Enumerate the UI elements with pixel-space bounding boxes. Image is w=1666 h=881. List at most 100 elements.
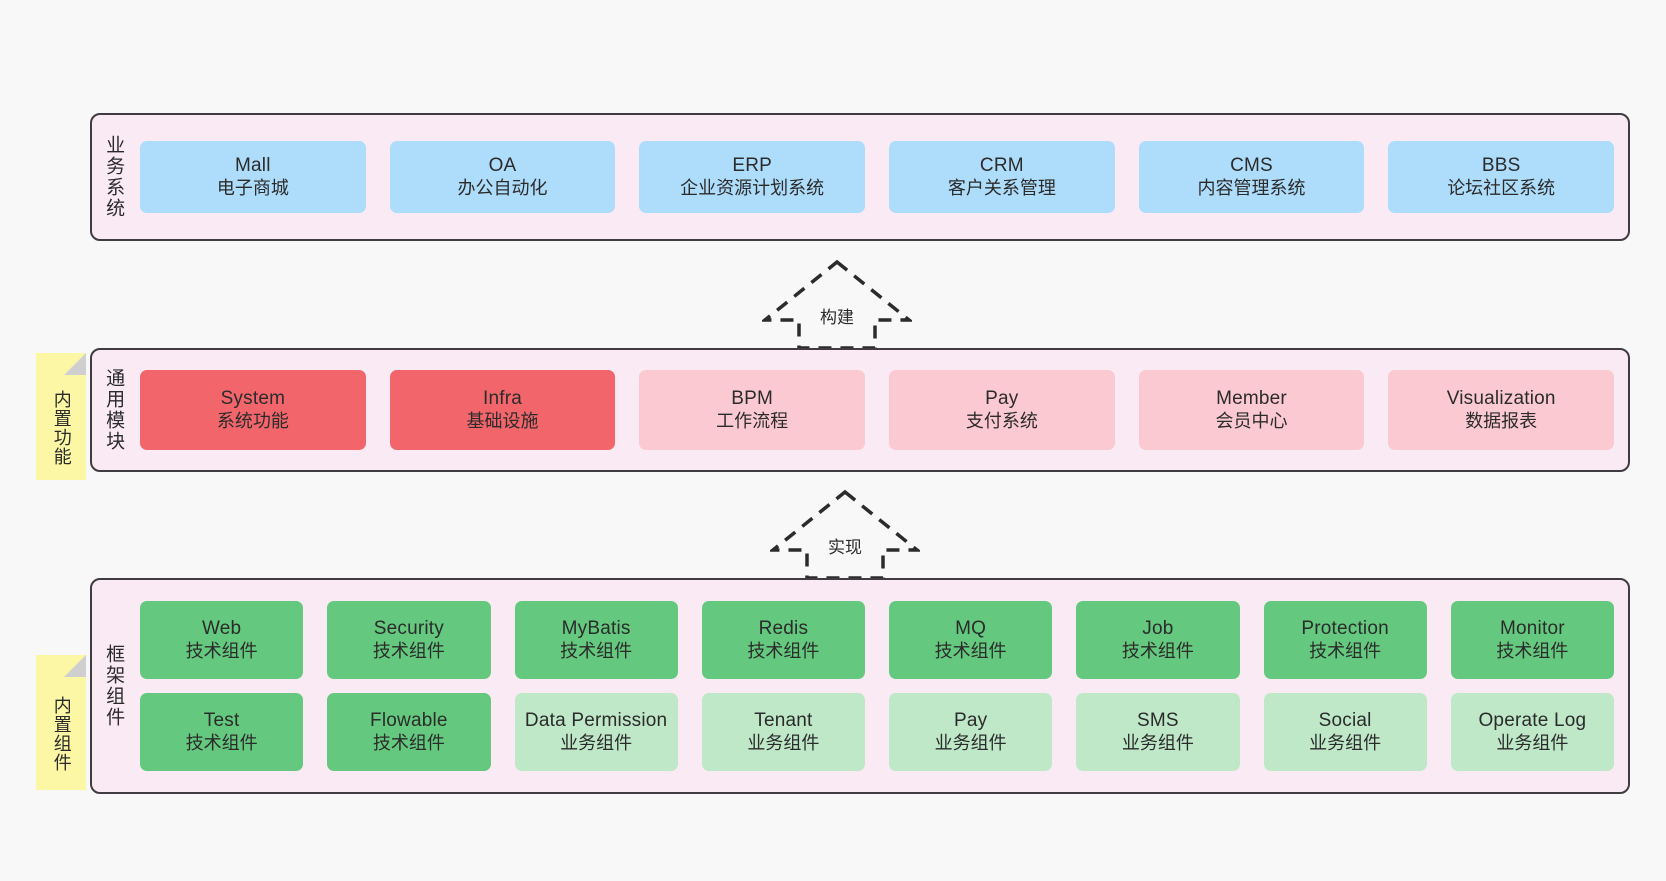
node-infra-desc: 基础设施	[466, 410, 539, 431]
layer-body-business-systems: Mall 电子商城 OA 办公自动化 ERP 企业资源计划系统 CRM 客户关系…	[134, 115, 1628, 239]
node-redis[interactable]: Redis 技术组件	[701, 601, 865, 679]
node-system-desc: 系统功能	[216, 410, 289, 431]
node-redis-desc: 技术组件	[747, 640, 820, 661]
note-built-in-components: 内置组件	[36, 655, 86, 790]
node-crm-desc: 客户关系管理	[947, 177, 1056, 198]
node-monitor[interactable]: Monitor 技术组件	[1450, 601, 1614, 679]
arrow-realize-label: 实现	[828, 538, 862, 557]
node-bpm[interactable]: BPM 工作流程	[639, 370, 866, 450]
node-operate-log-name: Operate Log	[1478, 710, 1587, 732]
node-protection[interactable]: Protection 技术组件	[1263, 601, 1427, 679]
node-social-name: Social	[1318, 710, 1372, 732]
node-operate-log-desc: 业务组件	[1496, 732, 1569, 753]
node-security-name: Security	[373, 618, 444, 640]
layer-title-common-modules: 通用模块	[103, 368, 125, 452]
row-framework-tech: Web 技术组件 Security 技术组件 MyBatis 技术组件 Redi…	[140, 601, 1614, 679]
node-crm-name: CRM	[979, 155, 1024, 177]
node-erp-desc: 企业资源计划系统	[680, 177, 825, 198]
node-member-desc: 会员中心	[1215, 410, 1288, 431]
node-protection-desc: 技术组件	[1309, 640, 1382, 661]
node-test-name: Test	[203, 710, 240, 732]
node-mall-name: Mall	[235, 155, 271, 177]
layer-title-business-systems: 业务系统	[103, 135, 125, 219]
node-oa[interactable]: OA 办公自动化	[389, 141, 616, 213]
node-data-permission[interactable]: Data Permission 业务组件	[514, 693, 678, 771]
arrow-build-label: 构建	[820, 308, 854, 327]
layer-framework-components: 框架组件 Web 技术组件 Security 技术组件 MyBatis 技术组件…	[90, 578, 1630, 794]
node-web-name: Web	[201, 618, 242, 640]
node-pay-component[interactable]: Pay 业务组件	[889, 693, 1053, 771]
node-sms-name: SMS	[1136, 710, 1179, 732]
node-flowable[interactable]: Flowable 技术组件	[327, 693, 491, 771]
node-system[interactable]: System 系统功能	[140, 370, 366, 450]
node-mq-desc: 技术组件	[934, 640, 1007, 661]
node-bbs[interactable]: BBS 论坛社区系统	[1388, 141, 1615, 213]
node-oa-desc: 办公自动化	[457, 177, 548, 198]
node-sms-desc: 业务组件	[1121, 732, 1194, 753]
node-mybatis[interactable]: MyBatis 技术组件	[514, 601, 678, 679]
node-tenant[interactable]: Tenant 业务组件	[701, 693, 865, 771]
node-oa-name: OA	[488, 155, 517, 177]
node-erp-name: ERP	[732, 155, 773, 177]
node-pay-module-desc: 支付系统	[965, 410, 1038, 431]
row-common-modules: System 系统功能 Infra 基础设施 BPM 工作流程 Pay 支付系统…	[140, 370, 1615, 450]
node-mybatis-desc: 技术组件	[560, 640, 633, 661]
node-sms[interactable]: SMS 业务组件	[1076, 693, 1240, 771]
node-security-desc: 技术组件	[372, 640, 445, 661]
node-tenant-name: Tenant	[754, 710, 813, 732]
layer-body-common-modules: System 系统功能 Infra 基础设施 BPM 工作流程 Pay 支付系统…	[134, 350, 1628, 470]
node-member-name: Member	[1216, 388, 1287, 410]
node-job-name: Job	[1142, 618, 1174, 640]
node-data-permission-desc: 业务组件	[560, 732, 633, 753]
node-flowable-name: Flowable	[370, 710, 448, 732]
node-pay-component-name: Pay	[953, 710, 988, 732]
node-pay-module[interactable]: Pay 支付系统	[889, 370, 1115, 450]
node-pay-component-desc: 业务组件	[934, 732, 1007, 753]
node-web[interactable]: Web 技术组件	[140, 601, 304, 679]
node-security[interactable]: Security 技术组件	[327, 601, 491, 679]
node-tenant-desc: 业务组件	[747, 732, 820, 753]
row-business-systems: Mall 电子商城 OA 办公自动化 ERP 企业资源计划系统 CRM 客户关系…	[140, 141, 1615, 213]
node-flowable-desc: 技术组件	[372, 732, 445, 753]
node-social-desc: 业务组件	[1309, 732, 1382, 753]
node-member[interactable]: Member 会员中心	[1138, 370, 1365, 450]
layer-title-framework-components: 框架组件	[103, 644, 125, 728]
node-cms[interactable]: CMS 内容管理系统	[1138, 141, 1365, 213]
node-social[interactable]: Social 业务组件	[1263, 693, 1427, 771]
node-visualization[interactable]: Visualization 数据报表	[1388, 370, 1615, 450]
note-built-in-functions-label: 内置功能	[51, 389, 72, 466]
node-infra-name: Infra	[482, 388, 523, 410]
node-mall[interactable]: Mall 电子商城	[140, 141, 366, 213]
node-operate-log[interactable]: Operate Log 业务组件	[1450, 693, 1614, 771]
node-web-desc: 技术组件	[185, 640, 258, 661]
arrow-build: 构建	[762, 258, 912, 350]
node-erp[interactable]: ERP 企业资源计划系统	[639, 141, 866, 213]
node-crm[interactable]: CRM 客户关系管理	[889, 141, 1115, 213]
node-mall-desc: 电子商城	[216, 177, 289, 198]
node-visualization-name: Visualization	[1446, 388, 1556, 410]
node-mq-name: MQ	[955, 618, 987, 640]
node-mybatis-name: MyBatis	[561, 618, 631, 640]
node-system-name: System	[220, 388, 286, 410]
note-built-in-components-label: 内置组件	[51, 695, 72, 772]
node-bpm-name: BPM	[731, 388, 774, 410]
node-data-permission-name: Data Permission	[524, 710, 668, 732]
node-bbs-name: BBS	[1481, 155, 1521, 177]
layer-common-modules: 通用模块 System 系统功能 Infra 基础设施 BPM 工作流程 Pay…	[90, 348, 1630, 472]
node-monitor-desc: 技术组件	[1496, 640, 1569, 661]
node-mq[interactable]: MQ 技术组件	[889, 601, 1053, 679]
layer-body-framework-components: Web 技术组件 Security 技术组件 MyBatis 技术组件 Redi…	[134, 580, 1628, 792]
node-visualization-desc: 数据报表	[1465, 410, 1538, 431]
node-cms-desc: 内容管理系统	[1197, 177, 1306, 198]
node-pay-module-name: Pay	[985, 388, 1019, 410]
node-protection-name: Protection	[1301, 618, 1389, 640]
node-test-desc: 技术组件	[185, 732, 258, 753]
node-cms-name: CMS	[1230, 155, 1273, 177]
node-job[interactable]: Job 技术组件	[1076, 601, 1240, 679]
node-infra[interactable]: Infra 基础设施	[389, 370, 616, 450]
node-bbs-desc: 论坛社区系统	[1447, 177, 1556, 198]
node-test[interactable]: Test 技术组件	[140, 693, 304, 771]
node-job-desc: 技术组件	[1121, 640, 1194, 661]
row-framework-business: Test 技术组件 Flowable 技术组件 Data Permission …	[140, 693, 1614, 771]
